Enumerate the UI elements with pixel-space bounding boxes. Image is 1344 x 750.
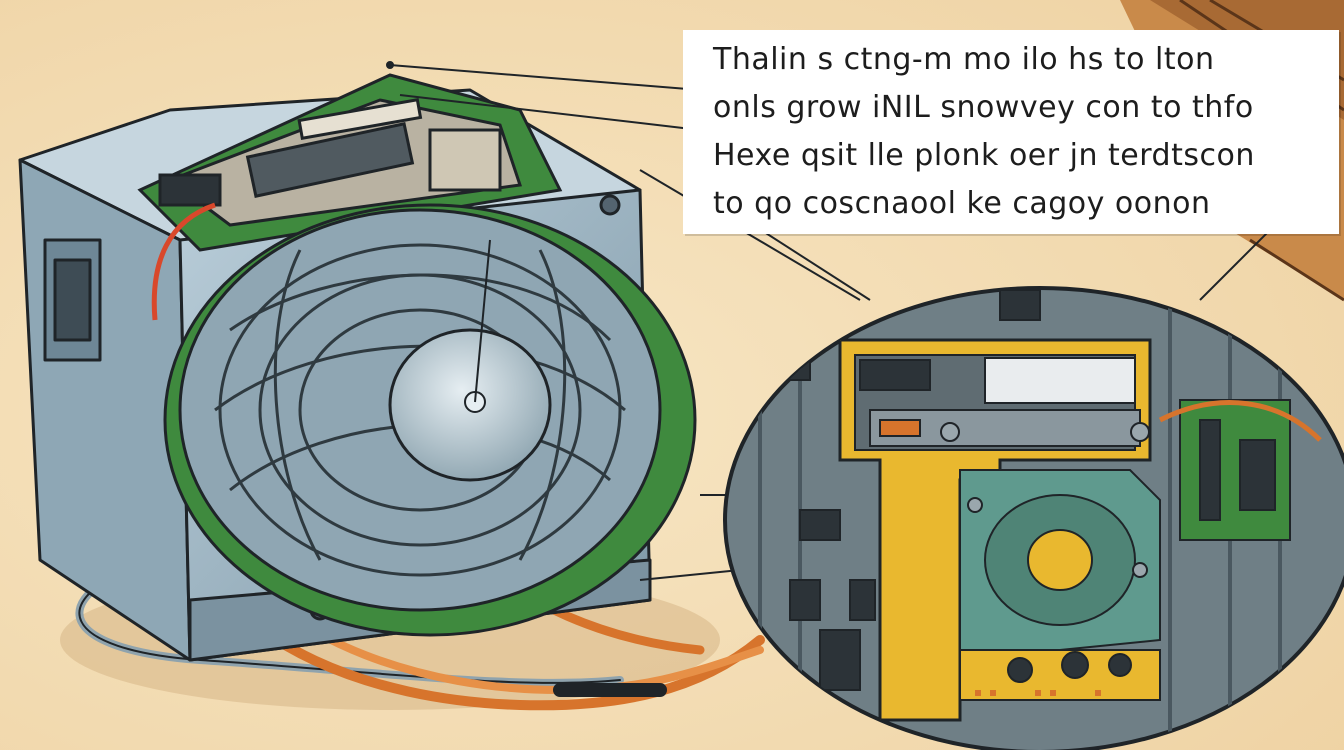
callout-lines [386, 61, 1291, 581]
caption-line-1: Thalin s ctng-m mo ilo hs to lton [713, 42, 1215, 77]
red-wire [151, 202, 216, 321]
caption-line-3: Hexe qsit lle plonk oer jn terdtscon [713, 138, 1255, 173]
caption-line-4: to qo coscnaool ke cagoy oonon [713, 186, 1211, 221]
caption-line-2: onls grow iNIL snowvey con to thfo [713, 90, 1254, 125]
fan [163, 203, 697, 637]
caption-panel: Thalin s ctng-m mo ilo hs to lton onls g… [683, 30, 1339, 234]
circuit-closeup [723, 286, 1344, 750]
